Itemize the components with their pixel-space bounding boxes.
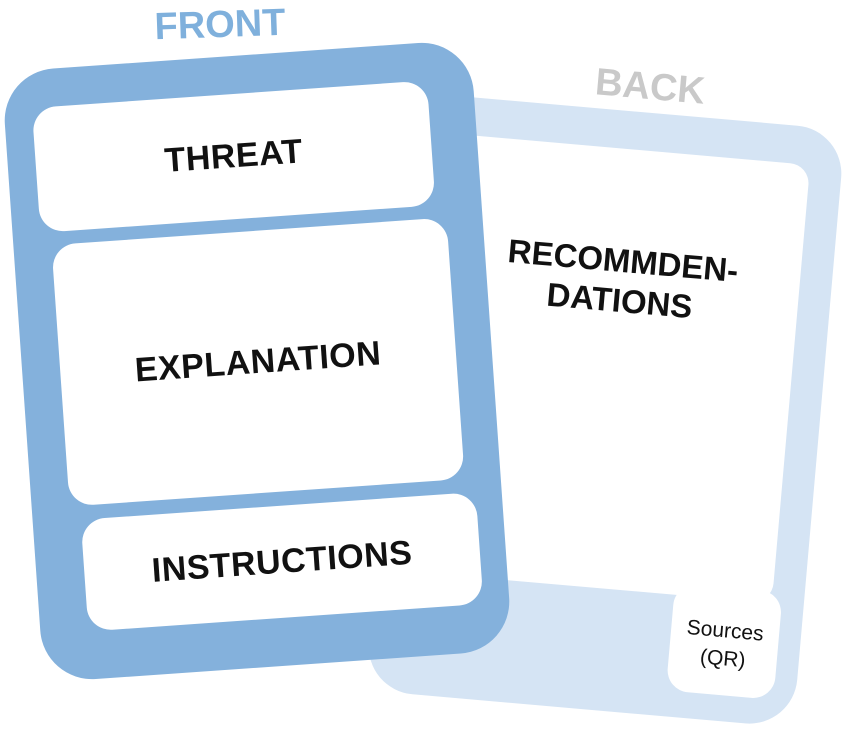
front-card: THREAT EXPLANATION INSTRUCTIONS [1, 39, 513, 683]
explanation-section: EXPLANATION [51, 217, 465, 507]
sources-text: Sources (QR) [668, 613, 780, 678]
front-label: FRONT [153, 1, 287, 49]
instructions-section: INSTRUCTIONS [80, 492, 484, 632]
instructions-label: INSTRUCTIONS [150, 533, 414, 590]
explanation-label: EXPLANATION [133, 333, 383, 389]
threat-label: THREAT [163, 132, 304, 180]
sources-qr-box: Sources (QR) [665, 582, 783, 700]
recommendations-text: RECOMMDEN- DATIONS [478, 229, 764, 333]
back-label: BACK [593, 61, 707, 113]
threat-section: THREAT [31, 80, 436, 233]
